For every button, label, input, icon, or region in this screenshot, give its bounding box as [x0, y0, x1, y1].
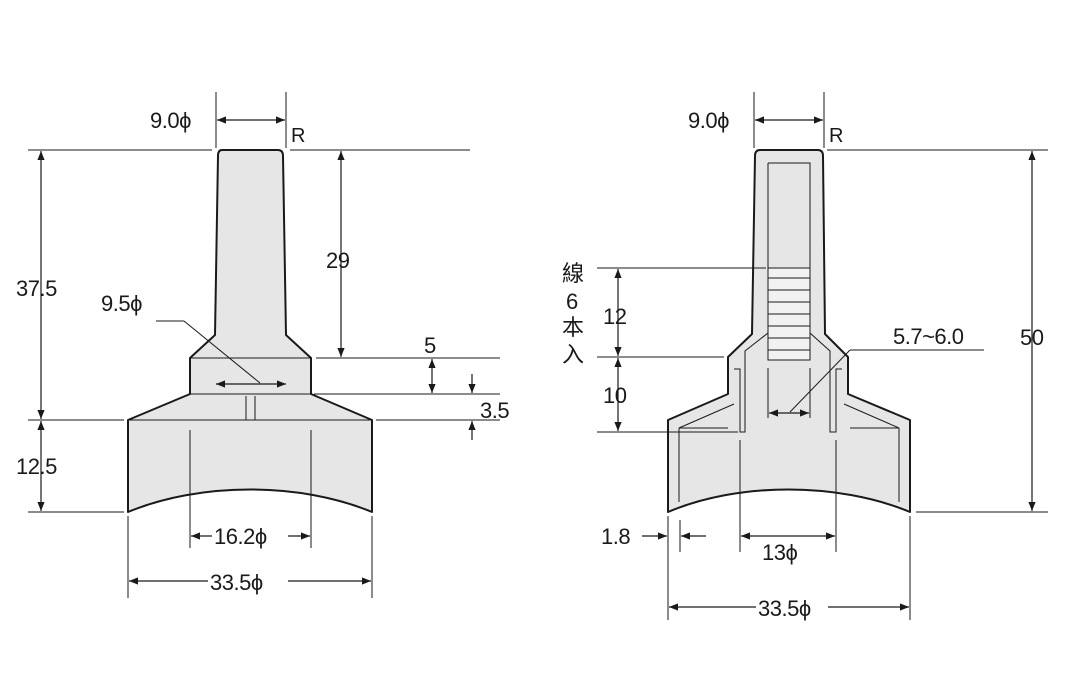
right-skirt-outer-dia-label: 33.5ϕ	[758, 596, 811, 621]
left-tip-dia-label: 9.0ϕ	[150, 108, 191, 133]
left-view: 9.0ϕ R 37.5 29 5 9.5ϕ 3.5 12.5 16.2ϕ 33.…	[16, 92, 510, 598]
left-skirt-height-label: 12.5	[16, 454, 57, 479]
right-thread-length-label: 12	[603, 304, 627, 329]
right-wall-thickness-label: 1.8	[601, 524, 630, 549]
left-part-body	[127, 149, 373, 513]
left-height-upper-label: 29	[326, 248, 350, 273]
left-skirt-inner-dia-label: 16.2ϕ	[214, 524, 267, 549]
left-shoulder-label: 5	[424, 333, 436, 358]
right-lower-length-label: 10	[603, 383, 627, 408]
right-thread-dia-label: 5.7~6.0	[893, 324, 964, 349]
right-radius-label: R	[829, 125, 843, 147]
right-wire-label-3: 本	[562, 315, 584, 340]
thread-coil	[767, 267, 811, 361]
right-tip-dia-label: 9.0ϕ	[688, 108, 729, 133]
right-wire-label-2: 6	[566, 289, 578, 314]
right-height-total-label: 50	[1020, 325, 1044, 350]
left-step-label: 3.5	[480, 398, 509, 423]
left-skirt-outer-dia-label: 33.5ϕ	[210, 570, 263, 595]
right-wire-label-1: 線	[562, 261, 584, 286]
left-radius-label: R	[291, 125, 305, 147]
right-view: 9.0ϕ R 線 6 本 入 12 10 5.7~6.0 50 1.8 13ϕ …	[562, 92, 1048, 621]
right-skirt-inner-dia-label: 13ϕ	[762, 540, 797, 565]
left-inner-dia-label: 9.5ϕ	[101, 291, 142, 316]
left-height-total-label: 37.5	[16, 276, 57, 301]
right-wire-label-4: 入	[562, 342, 584, 367]
